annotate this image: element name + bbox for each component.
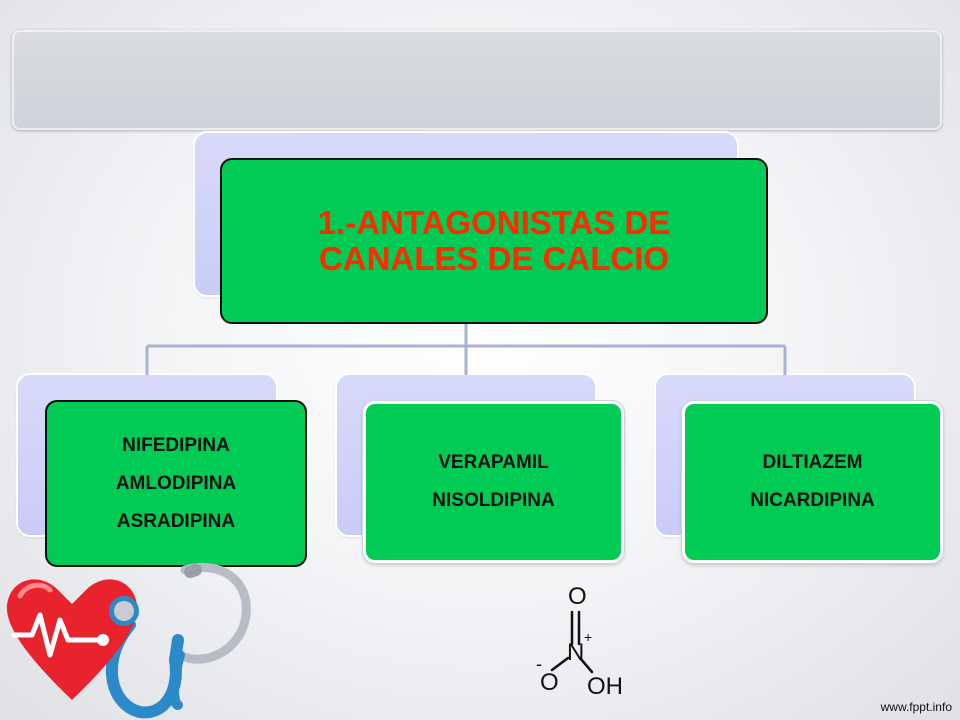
footer-url: www.fppt.info xyxy=(880,700,952,714)
drug-label: ASRADIPINA xyxy=(116,510,236,532)
drug-label: NISOLDIPINA xyxy=(432,490,555,511)
child-node-diltiazem: DILTIAZEM NICARDIPINA xyxy=(682,401,943,563)
positive-charge-label: + xyxy=(584,629,592,645)
child-node-nifedipina: NIFEDIPINA AMLODIPINA ASRADIPINA xyxy=(45,400,307,567)
oxygen-top-label: O xyxy=(568,583,587,610)
oxygen-left-label: O xyxy=(540,669,559,696)
heartbeat-line-icon xyxy=(11,612,109,658)
drug-label: DILTIAZEM xyxy=(762,452,863,473)
root-title-line-2: CANALES DE CALCIO xyxy=(318,240,670,277)
drug-label: VERAPAMIL xyxy=(438,452,549,473)
stethoscope-icon xyxy=(105,562,251,719)
root-title-line-1: 1.-ANTAGONISTAS DE xyxy=(317,204,671,241)
child-node-verapamil: VERAPAMIL NISOLDIPINA xyxy=(363,401,624,563)
negative-charge-label: - xyxy=(536,654,542,674)
root-node-box: 1.-ANTAGONISTAS DE CANALES DE CALCIO xyxy=(220,158,768,324)
drug-label: NIFEDIPINA xyxy=(122,434,230,456)
nitrogen-label: N xyxy=(567,639,584,666)
title-placeholder-bar xyxy=(12,30,942,130)
hydroxyl-label: OH xyxy=(587,673,623,700)
chestpiece-icon xyxy=(109,596,139,626)
drug-label: AMLODIPINA xyxy=(115,472,237,494)
drug-label: NICARDIPINA xyxy=(750,490,875,511)
